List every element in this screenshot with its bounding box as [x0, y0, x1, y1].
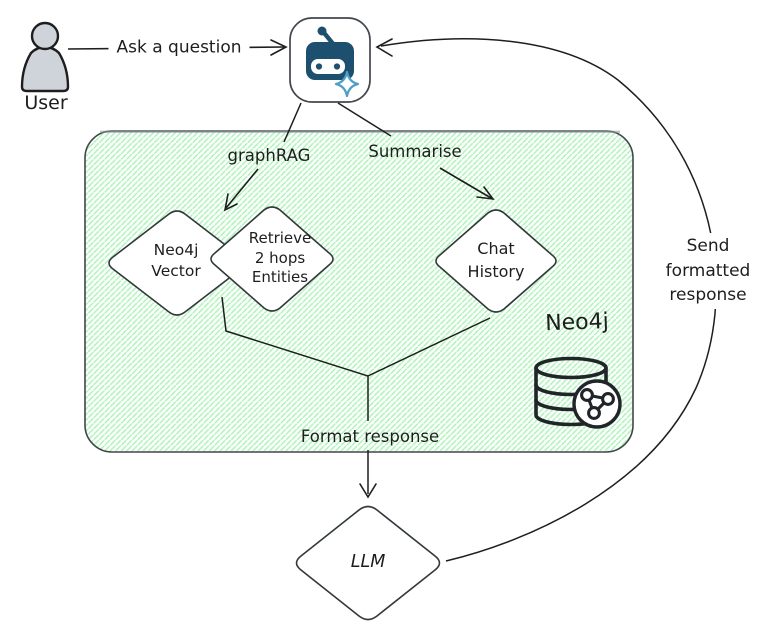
retrieve-entities-diamond	[210, 206, 334, 312]
robot-eye-right	[333, 63, 341, 70]
database-graph-icon	[534, 356, 622, 429]
vector-merge-line	[221, 296, 369, 421]
chat-history-label: Chat History	[467, 238, 525, 281]
retrieve-entities-label: Retrieve 2 hops Entities	[248, 228, 312, 286]
ask-arrowhead-icon	[270, 39, 288, 56]
neo4j-container-label: Neo4j	[544, 309, 610, 337]
robot-to-summarise-line	[337, 102, 392, 137]
summarise-label: Summarise	[368, 141, 462, 161]
graphrag-arrowhead-icon	[223, 193, 238, 212]
graphrag-label: graphRAG	[227, 145, 311, 165]
graph-badge-circle	[572, 379, 622, 429]
format-response-label: Format response	[300, 426, 440, 446]
person-body	[20, 45, 70, 93]
robot-face-band	[311, 59, 345, 74]
send-formatted-response-label: Send formatted response	[657, 233, 759, 309]
send-arrowhead-icon	[375, 38, 393, 57]
robot-icon	[289, 17, 371, 103]
llm-label: LLM	[350, 552, 386, 573]
summarise-arrowhead-icon	[476, 186, 495, 201]
llm-diamond	[295, 505, 441, 621]
robot-to-graphrag-line	[283, 102, 302, 143]
robot-eye-left	[315, 63, 323, 70]
summarise-edge-line	[439, 167, 492, 199]
chat-history-diamond	[435, 209, 557, 313]
person-icon	[20, 21, 70, 93]
user-label: User	[24, 92, 68, 115]
ask-question-label: Ask a question	[108, 35, 250, 61]
graph-nodes-icon	[580, 388, 615, 420]
llm-arrowhead-icon	[359, 483, 377, 499]
person-head	[30, 21, 60, 51]
graphrag-edge-line	[225, 168, 259, 209]
chat-history-merge-line	[367, 317, 491, 377]
neo4j-vector-label: Neo4j Vector	[151, 241, 201, 280]
sparkle-icon	[334, 70, 360, 98]
